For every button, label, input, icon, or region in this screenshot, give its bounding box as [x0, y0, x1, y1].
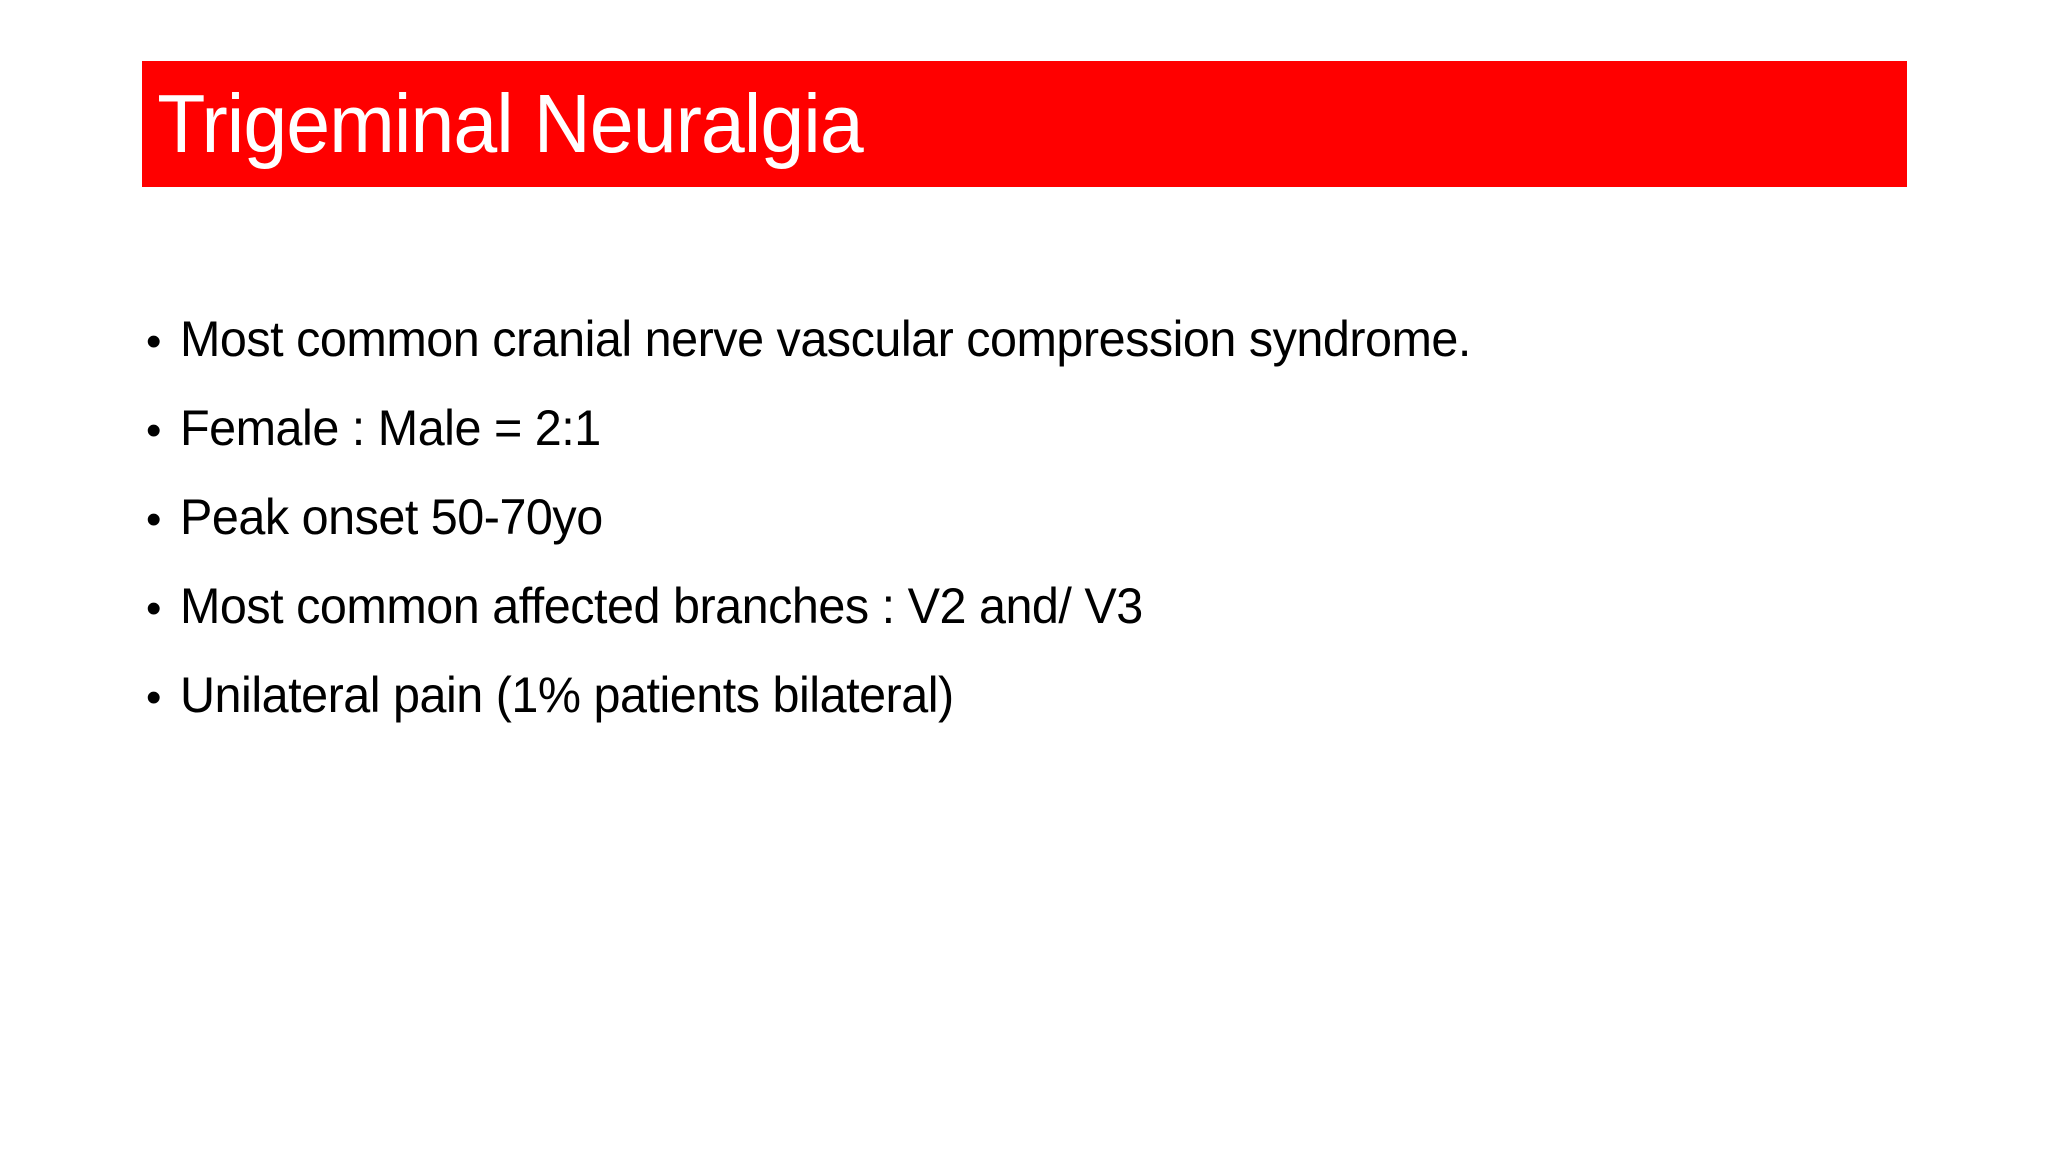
slide-title-bar: Trigeminal Neuralgia: [142, 61, 1907, 187]
bullet-text: Most common affected branches : V2 and/ …: [180, 578, 1143, 634]
bullet-item: • Female : Male = 2:1: [146, 385, 1906, 474]
bullet-list: • Most common cranial nerve vascular com…: [146, 296, 1906, 741]
bullet-text: Unilateral pain (1% patients bilateral): [180, 667, 954, 723]
bullet-item: • Unilateral pain (1% patients bilateral…: [146, 652, 1906, 741]
slide-title: Trigeminal Neuralgia: [157, 77, 864, 170]
bullet-marker: •: [146, 406, 161, 455]
bullet-item: • Most common cranial nerve vascular com…: [146, 296, 1906, 385]
bullet-marker: •: [146, 317, 161, 366]
bullet-item: • Peak onset 50-70yo: [146, 474, 1906, 563]
bullet-marker: •: [146, 584, 161, 633]
bullet-marker: •: [146, 495, 161, 544]
bullet-text: Most common cranial nerve vascular compr…: [180, 311, 1471, 367]
bullet-text: Peak onset 50-70yo: [180, 489, 603, 545]
bullet-text: Female : Male = 2:1: [180, 400, 601, 456]
bullet-marker: •: [146, 673, 161, 722]
bullet-item: • Most common affected branches : V2 and…: [146, 563, 1906, 652]
